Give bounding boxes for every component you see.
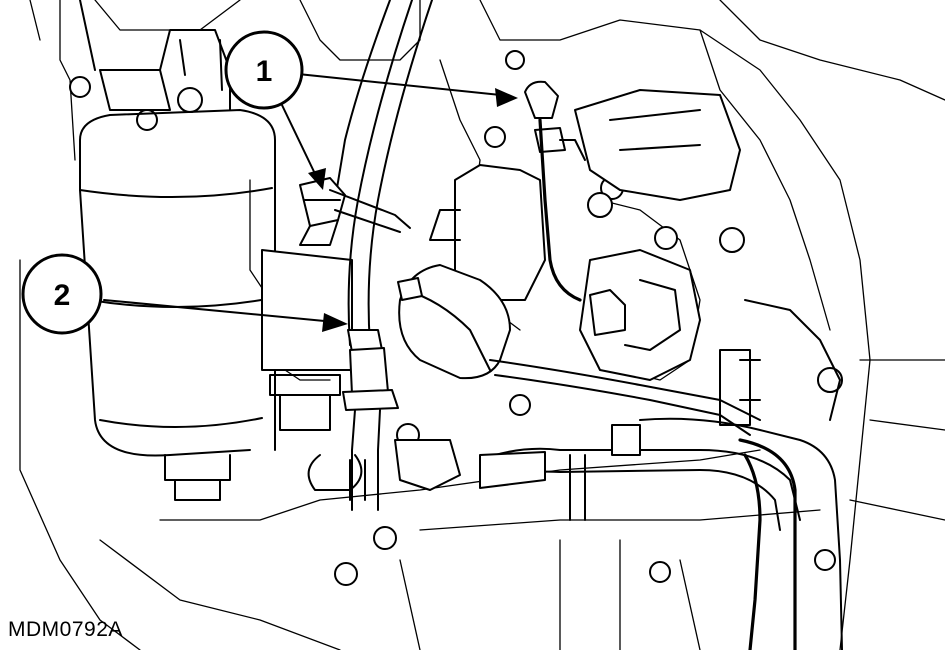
callout-1: 1 bbox=[224, 30, 304, 110]
callout-2: 2 bbox=[21, 253, 103, 335]
injection-pump-body bbox=[429, 89, 841, 426]
fuel-filter-housing bbox=[79, 0, 353, 501]
lower-fuel-lines bbox=[307, 417, 843, 650]
callout-2-number: 2 bbox=[54, 279, 71, 312]
figure-reference-code: MDM0792A bbox=[8, 618, 123, 641]
callout-1-number: 1 bbox=[256, 55, 273, 88]
callout-1-leaders bbox=[280, 73, 518, 190]
fuel-hose-main bbox=[334, 0, 433, 511]
fuel-return-line-clip bbox=[524, 80, 586, 302]
callout-2-leaders bbox=[103, 299, 348, 332]
banjo-fitting bbox=[299, 177, 411, 246]
inline-fuel-filter bbox=[397, 264, 761, 436]
